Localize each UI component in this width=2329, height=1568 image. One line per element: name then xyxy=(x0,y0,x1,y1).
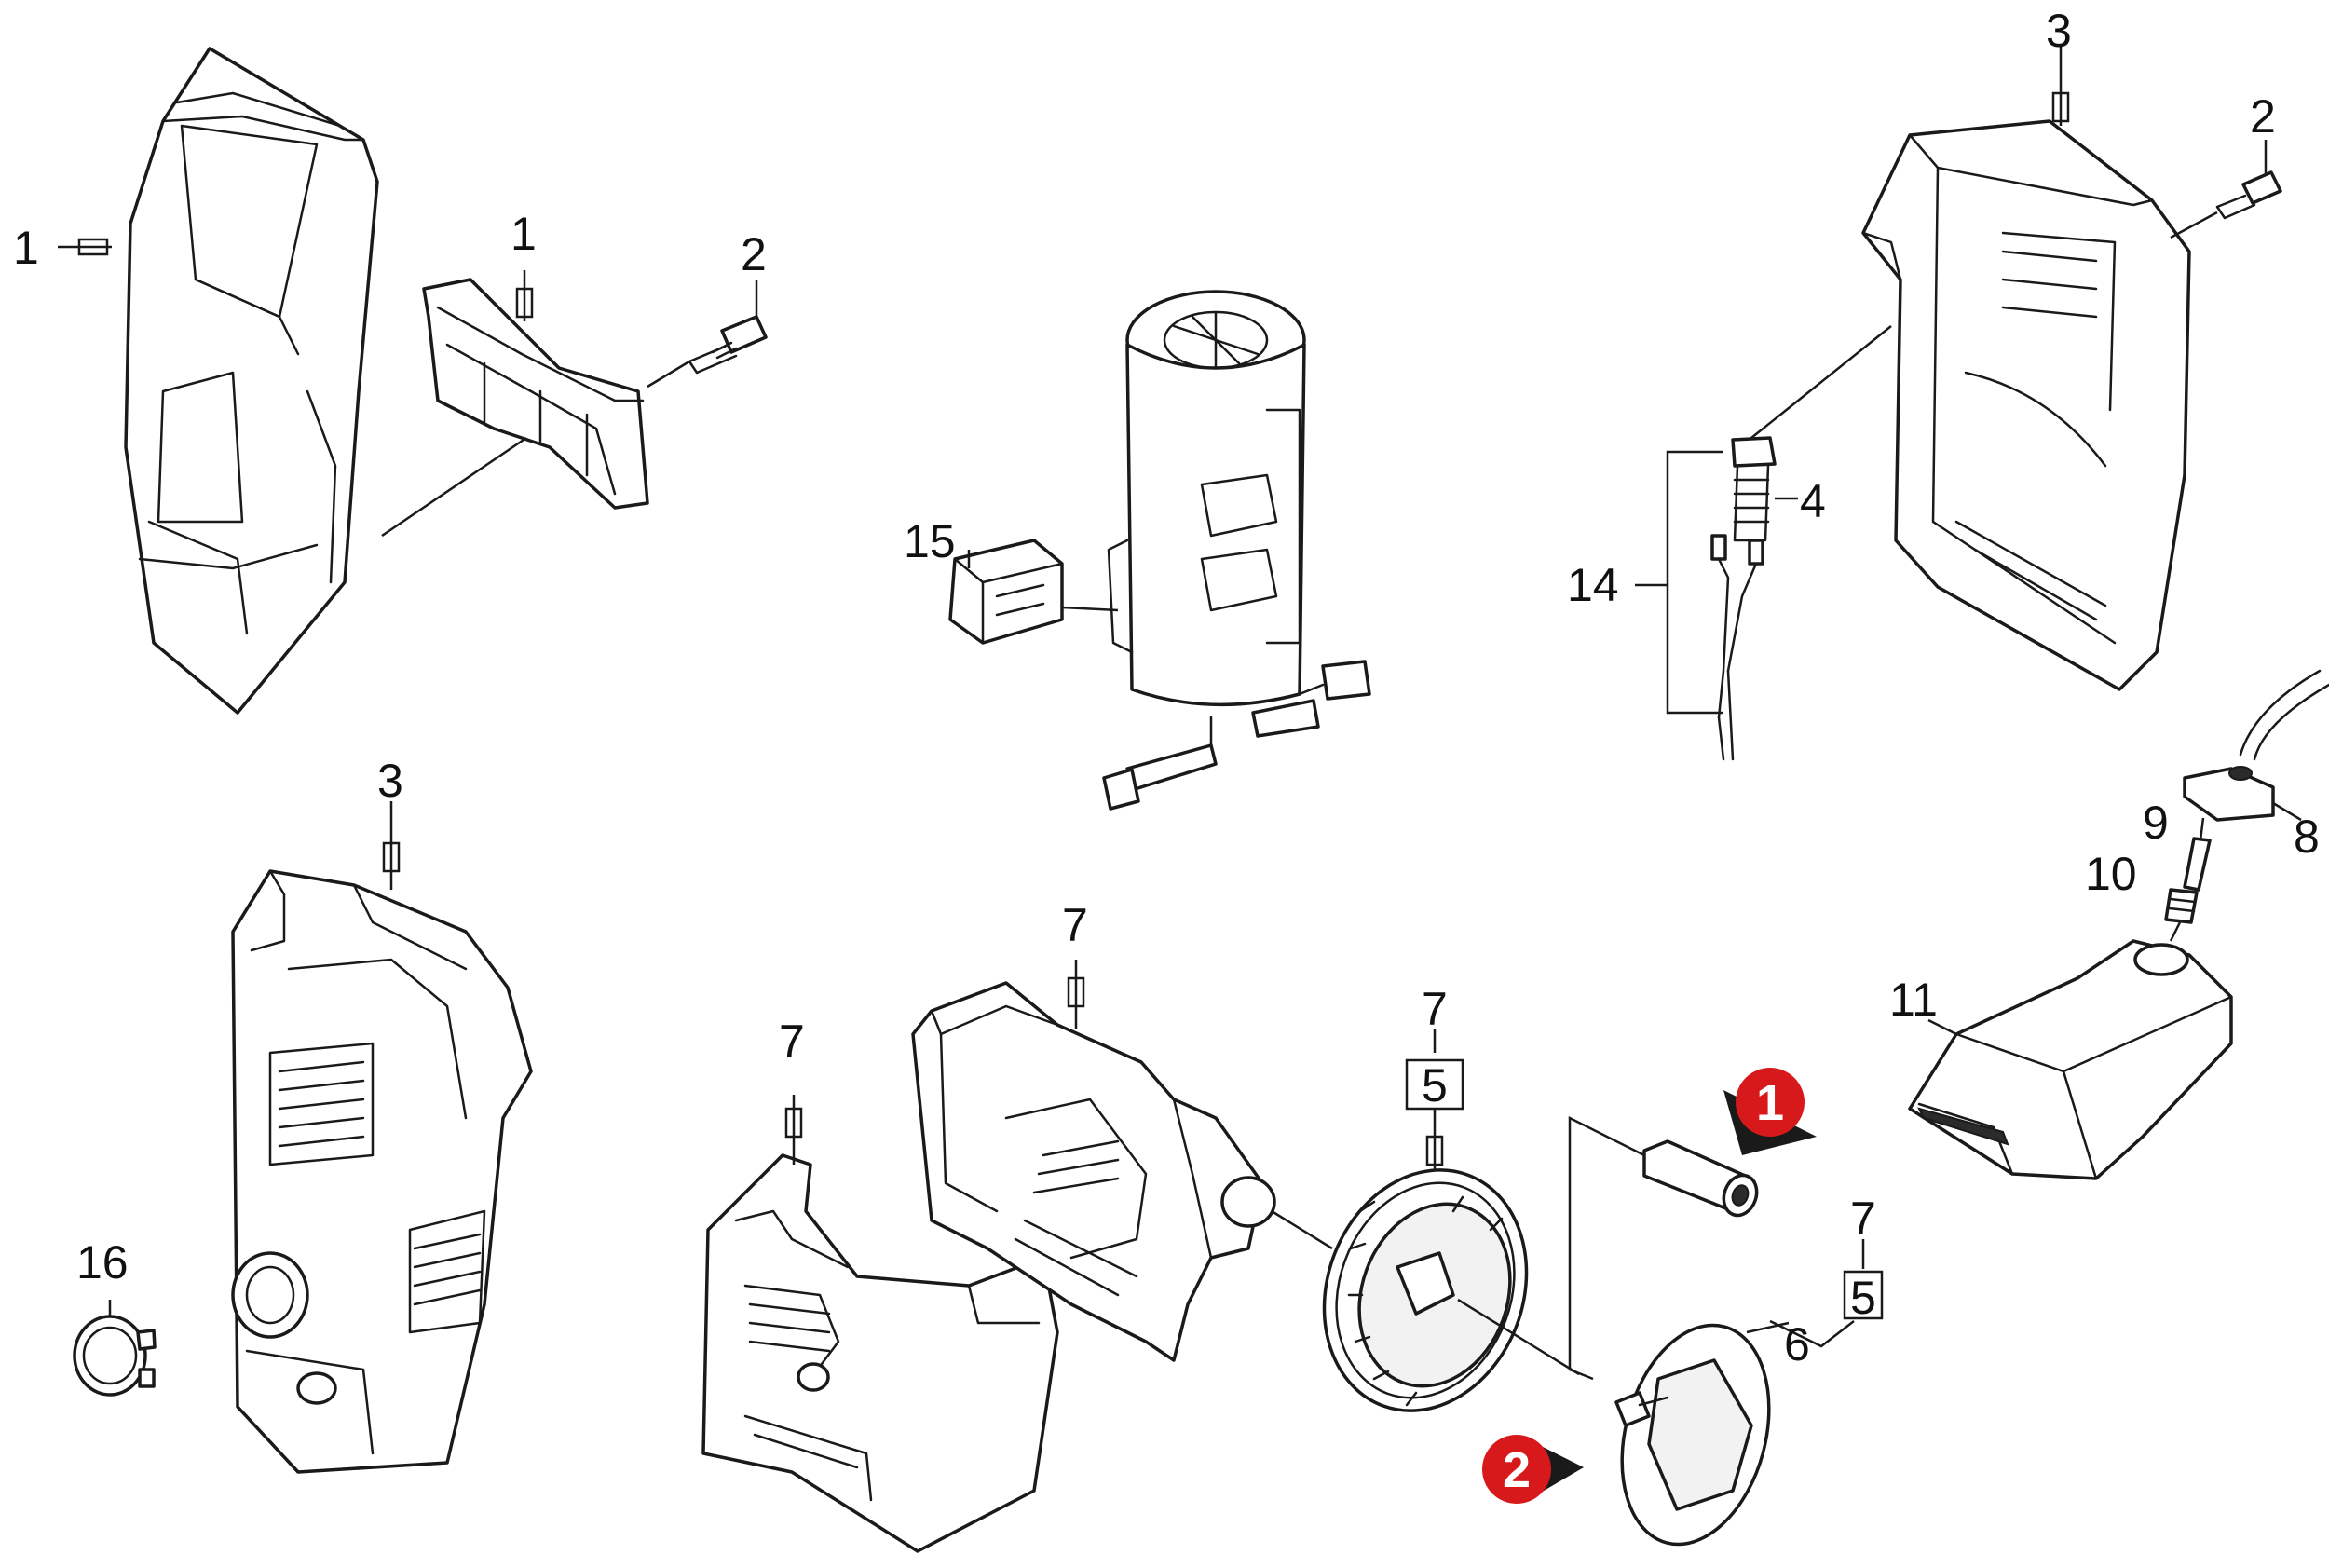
callout-2-marker: 2 xyxy=(1482,1435,1584,1504)
hose-nipple-part xyxy=(2183,837,2212,892)
label-front-housing: 3 xyxy=(377,755,403,807)
label-knob: 16 xyxy=(76,1236,129,1288)
callout-1-marker: 1 xyxy=(1723,1068,1817,1155)
label-cable-assembly: 14 xyxy=(1567,559,1619,611)
label-wheel-subgroup: 5 xyxy=(1422,1059,1448,1111)
label-upper-right-screw: 2 xyxy=(2250,90,2276,143)
top-bracket-screw-part xyxy=(688,315,768,375)
front-housing-part xyxy=(231,869,533,1474)
top-bracket-part xyxy=(422,278,649,510)
callout-1-circle xyxy=(1736,1068,1805,1137)
label-front-cover: 7 xyxy=(779,1016,805,1068)
upper-right-housing-part xyxy=(1861,119,2191,691)
callout-2-circle xyxy=(1482,1435,1551,1504)
label-base-frame: 7 xyxy=(1062,899,1088,951)
label-detergent-hose: 8 xyxy=(2294,811,2320,863)
hubcap-subgroup-box xyxy=(1843,1270,1884,1320)
label-hose-nipple: 9 xyxy=(2143,797,2169,849)
filter-part xyxy=(2164,888,2199,924)
label-hubcap-group: 7 xyxy=(1850,1193,1876,1245)
wheel-part xyxy=(1322,1168,1529,1412)
front-cover-part xyxy=(701,1153,1059,1553)
hubcap-part xyxy=(1614,1323,1771,1547)
cable-assembly-bracket xyxy=(1666,450,1723,715)
top-left-cover-part xyxy=(124,47,379,715)
label-cable-gland: 4 xyxy=(1800,475,1826,527)
detergent-tank-part xyxy=(1908,939,2233,1180)
cable-gland-part xyxy=(1731,436,1777,542)
callout-2-number: 2 xyxy=(1503,1442,1531,1498)
pump-switch-part xyxy=(948,539,1064,645)
label-filter: 10 xyxy=(2085,848,2137,900)
callout-1-number: 1 xyxy=(1756,1075,1784,1131)
upper-right-screw-part xyxy=(2215,170,2282,220)
pump-motor-part xyxy=(1102,290,1371,811)
knob-part xyxy=(73,1315,157,1397)
label-wheel-group: 7 xyxy=(1422,983,1448,1035)
label-upper-right-housing: 3 xyxy=(2046,5,2072,57)
cable-assembly-part xyxy=(1710,534,1764,761)
label-top-bracket: 1 xyxy=(511,208,537,260)
label-top-bracket-screw: 2 xyxy=(741,228,767,280)
label-pump-switch: 15 xyxy=(904,515,956,567)
label-hubcap: 6 xyxy=(1784,1318,1810,1370)
detergent-hose-tube xyxy=(2239,669,2322,757)
detergent-hose-part xyxy=(2183,766,2275,822)
base-frame-part xyxy=(911,981,1276,1362)
label-top-left-cover: 1 xyxy=(13,222,39,274)
axle-pin-part xyxy=(1642,1139,1759,1218)
label-hubcap-subgroup: 5 xyxy=(1850,1272,1876,1324)
label-detergent-tank: 11 xyxy=(1889,974,1938,1026)
